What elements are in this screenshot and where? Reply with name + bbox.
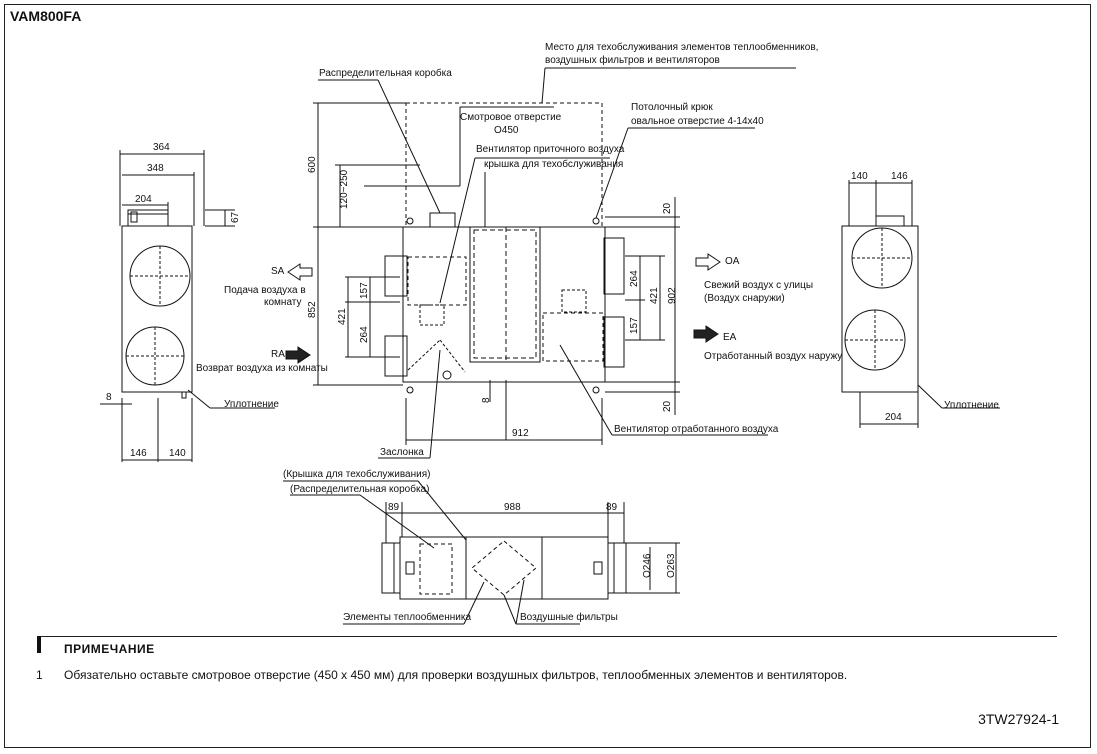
sa-desc-1: Подача воздуха в: [224, 285, 306, 296]
dim-912: 912: [512, 428, 529, 439]
inspection-size-label: О450: [494, 125, 519, 136]
oa-desc-2: (Воздух снаружи): [704, 293, 785, 304]
dim-67: 67: [230, 211, 241, 223]
dim-852: 852: [307, 301, 318, 318]
note-divider: [37, 636, 1057, 637]
distribution-box-label: Распределительная коробка: [319, 67, 452, 79]
dim-988: 988: [504, 502, 521, 513]
note-marker: [37, 636, 41, 653]
dim-204-left: 204: [135, 194, 152, 205]
dim-264-right: 264: [629, 270, 640, 287]
exhaust-fan-label: Вентилятор отработанного воздуха: [614, 423, 779, 435]
oa-label: OA: [725, 256, 740, 267]
service-cover-label: крышка для техобслуживания: [484, 158, 623, 170]
bottom-box-label: (Распределительная коробка): [290, 483, 429, 495]
supply-fan-label: Вентилятор приточного воздуха: [476, 144, 625, 155]
heat-elements-label: Элементы теплообменника: [343, 611, 471, 623]
dim-348: 348: [147, 163, 164, 174]
note-heading: ПРИМЕЧАНИЕ: [64, 642, 155, 656]
model-title: VAM800FA: [10, 8, 82, 24]
dim-246: О246: [642, 553, 653, 578]
right-side-view: [841, 180, 1000, 428]
ra-desc: Возврат воздуха из комнаты: [196, 363, 328, 374]
ea-label: EA: [723, 332, 737, 343]
air-filters-label: Воздушные фильтры: [520, 611, 618, 623]
dim-364: 364: [153, 142, 170, 153]
dim-89-right: 89: [606, 502, 618, 513]
oa-desc-1: Свежий воздух с улицы: [704, 280, 813, 291]
dim-902: 902: [667, 287, 678, 304]
dim-421-left: 421: [337, 308, 348, 325]
dim-120-250: 120~250: [339, 169, 350, 209]
ra-label: RA: [271, 349, 285, 360]
damper-label: Заслонка: [380, 447, 424, 458]
sa-label: SA: [271, 266, 285, 277]
dim-264-left: 264: [359, 326, 370, 343]
dim-600: 600: [307, 156, 318, 173]
bottom-cover-label: (Крышка для техобслуживания): [283, 468, 430, 480]
left-side-view: [100, 150, 275, 462]
ceiling-hook-label: Потолочный крюк: [631, 102, 713, 113]
note-text: Обязательно оставьте смотровое отверстие…: [64, 668, 848, 682]
document-code: 3TW27924-1: [978, 711, 1059, 727]
dim-204-right: 204: [885, 412, 902, 423]
dim-157-left: 157: [359, 282, 370, 299]
dim-263: О263: [666, 553, 677, 578]
seal-left-label: Уплотнение: [224, 399, 279, 410]
dim-140-right: 140: [851, 171, 868, 182]
drawing-frame: [4, 4, 1091, 748]
dim-8-left: 8: [106, 392, 112, 403]
dim-421-right: 421: [649, 287, 660, 304]
inspection-hole-label: Смотровое отверстие: [460, 112, 562, 123]
seal-right-label: Уплотнение: [944, 400, 999, 411]
drawing-labels: Место для техобслуживания элементов тепл…: [106, 41, 999, 623]
bottom-view: [283, 480, 680, 625]
dim-140-left: 140: [169, 448, 186, 459]
dim-8-main: 8: [481, 397, 492, 403]
sa-desc-2: комнату: [264, 297, 301, 308]
dim-89-left: 89: [388, 502, 400, 513]
dim-146-left: 146: [130, 448, 147, 459]
main-plan-view: [285, 67, 796, 459]
oval-hole-label: овальное отверстие 4-14х40: [631, 116, 764, 127]
service-space-label-2: воздушных фильтров и вентиляторов: [545, 54, 720, 66]
dim-20-bottom: 20: [662, 400, 673, 412]
dim-157-right: 157: [629, 317, 640, 334]
dim-146-right: 146: [891, 171, 908, 182]
ea-desc: Отработанный воздух наружу: [704, 350, 842, 362]
dim-20-top: 20: [662, 202, 673, 214]
note-number: 1: [36, 668, 43, 682]
service-space-label: Место для техобслуживания элементов тепл…: [545, 41, 818, 53]
